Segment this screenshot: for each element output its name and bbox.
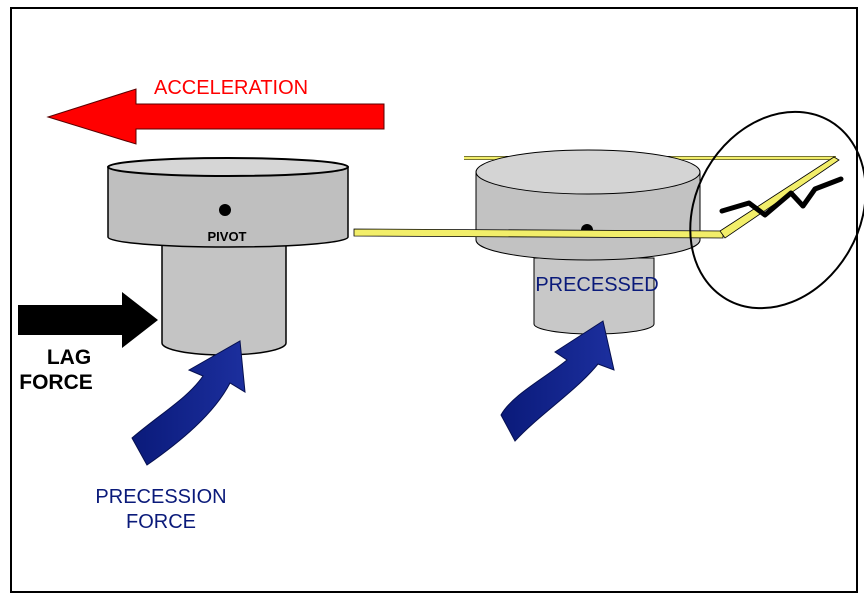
zigzag-deflection-icon	[719, 176, 844, 218]
right-gyro: PRECESSED	[353, 149, 840, 335]
lag-force-arrow-icon	[18, 292, 158, 348]
acceleration-label: ACCELERATION	[154, 77, 308, 99]
right-gyro-shaft	[533, 257, 655, 335]
pivot-point-icon	[219, 204, 231, 216]
left-gyro: PIVOT	[107, 157, 349, 356]
pivot-label: PIVOT	[207, 229, 246, 244]
precession-force-label-line2: FORCE	[126, 511, 196, 533]
right-gyro-disk	[475, 171, 701, 261]
acceleration-arrow-icon	[46, 88, 385, 145]
precession-detail-circle	[689, 110, 864, 310]
diagram-frame	[10, 7, 858, 593]
precessed-label: PRECESSED	[535, 274, 658, 296]
right-gyro-disk-top	[475, 149, 701, 195]
reference-plane-side-edge	[719, 156, 840, 239]
reference-plane-front-edge	[353, 228, 724, 239]
left-gyro-shaft	[161, 244, 287, 356]
lag-force-label-line2: FORCE	[19, 371, 93, 394]
left-gyro-disk-top	[107, 157, 349, 177]
right-precession-force-arrow-icon	[500, 320, 615, 442]
lag-force-label-line1: LAG	[47, 346, 91, 369]
precession-force-label-line1: PRECESSION	[95, 486, 226, 508]
precession-force-arrow-icon	[131, 340, 246, 466]
